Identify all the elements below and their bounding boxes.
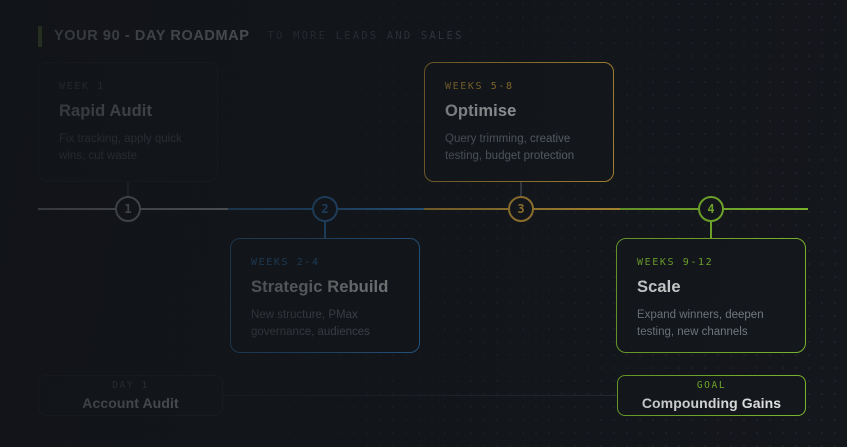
card-description: Fix tracking, apply quick wins, cut wast… bbox=[59, 133, 182, 162]
timeline-node-3[interactable]: 3 bbox=[508, 196, 534, 222]
endbox-goal[interactable]: GOAL Compounding Gains bbox=[617, 375, 806, 416]
timeline-node-label: 1 bbox=[124, 202, 132, 216]
timeline-node-label: 3 bbox=[517, 202, 525, 216]
page-subtitle: TO MORE LEADS AND SALES bbox=[267, 30, 464, 42]
timeline-node-1[interactable]: 1 bbox=[115, 196, 141, 222]
card-eyebrow: WEEKS 5-8 bbox=[445, 81, 514, 92]
endbox-eyebrow: GOAL bbox=[696, 380, 727, 391]
timeline-node-label: 4 bbox=[707, 202, 715, 216]
card-description: Query trimming, creative testing, budget… bbox=[445, 133, 575, 162]
card-title: Rapid Audit bbox=[59, 102, 153, 120]
timeline-node-label: 2 bbox=[321, 202, 329, 216]
card-description: Expand winners, deepen testing, new chan… bbox=[637, 309, 764, 338]
endbox-title: Compounding Gains bbox=[641, 395, 782, 411]
roadmap-card-optimise[interactable]: WEEKS 5-8 Optimise Query trimming, creat… bbox=[424, 62, 614, 182]
endbox-title: Account Audit bbox=[82, 395, 179, 411]
card-title: Scale bbox=[637, 278, 681, 296]
endbox-start[interactable]: DAY 1 Account Audit bbox=[38, 375, 223, 416]
card-eyebrow: WEEK 1 bbox=[59, 81, 105, 92]
card-title: Optimise bbox=[445, 102, 517, 120]
roadmap-card-strategic-rebuild[interactable]: WEEKS 2-4 Strategic Rebuild New structur… bbox=[230, 238, 420, 353]
card-eyebrow: WEEKS 2-4 bbox=[251, 257, 320, 268]
roadmap-card-scale[interactable]: WEEKS 9-12 Scale Expand winners, deepen … bbox=[616, 238, 806, 353]
page-title: YOUR 90 - DAY ROADMAP bbox=[54, 28, 250, 44]
page-header: YOUR 90 - DAY ROADMAP TO MORE LEADS AND … bbox=[38, 24, 464, 48]
timeline-node-2[interactable]: 2 bbox=[312, 196, 338, 222]
endbox-connector-line bbox=[222, 395, 618, 396]
endbox-eyebrow: DAY 1 bbox=[112, 380, 149, 391]
roadmap-card-rapid-audit[interactable]: WEEK 1 Rapid Audit Fix tracking, apply q… bbox=[38, 62, 218, 182]
card-eyebrow: WEEKS 9-12 bbox=[637, 257, 714, 268]
card-title: Strategic Rebuild bbox=[251, 278, 389, 296]
header-accent-bar bbox=[38, 25, 42, 47]
card-description: New structure, PMax governance, audience… bbox=[251, 309, 370, 338]
timeline-node-4[interactable]: 4 bbox=[698, 196, 724, 222]
